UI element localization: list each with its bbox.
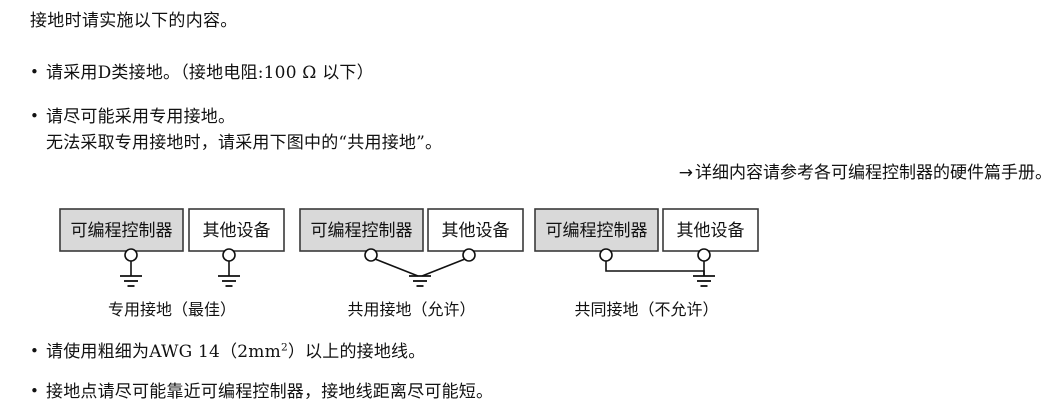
bullet-item-wire-gauge: 请使用粗细为AWG 14（2mm2）以上的接地线。: [30, 339, 425, 365]
bullet-label-dedicated-ground-line1: 请尽可能采用专用接地。: [46, 107, 236, 127]
diagram-group-dedicated-ground: 可编程控制器 其他设备: [59, 208, 285, 287]
bullet-dot-icon: [30, 339, 46, 363]
diagram-group-shared-ground: 可编程控制器 其他设备: [299, 208, 524, 287]
ground-wire-other-2: [421, 258, 466, 277]
bullet-label-wire-gauge: 请使用粗细为AWG 14（2mm2）以上的接地线。: [46, 339, 425, 365]
bullet-label-d-class-ground: 请采用D类接地。（接地电阻:100 Ω 以下）: [46, 63, 374, 83]
ground-symbol-plc-1: [120, 275, 142, 287]
grounding-diagram: 可编程控制器 其他设备 可编程控制器: [0, 196, 1060, 328]
caption-dedicated-ground: 专用接地（最佳）: [107, 300, 236, 319]
caption-common-ground: 共同接地（不允许）: [574, 300, 719, 319]
right-arrow-icon: →: [678, 163, 693, 183]
caption-shared-ground: 共用接地（允许）: [347, 300, 476, 319]
bullet-label-dedicated-ground-line2: 无法采取专用接地时，请采用下图中的“共用接地”。: [46, 133, 443, 154]
bullet-item-d-class-ground: 请采用D类接地。（接地电阻:100 Ω 以下）: [30, 60, 374, 86]
terminal-node-other-3: [697, 248, 711, 262]
box-other-2-label: 其他设备: [442, 221, 510, 241]
box-plc-3: [534, 208, 659, 252]
box-other-1: [188, 208, 285, 252]
bullet-item-ground-point-distance: 接地点请尽可能靠近可编程控制器，接地线距离尽可能短。: [30, 379, 493, 405]
box-other-2: [427, 208, 524, 252]
bullet-label-dedicated-ground: 请尽可能采用专用接地。 无法采取专用接地时，请采用下图中的“共用接地”。: [46, 104, 442, 157]
box-plc-2: [299, 208, 424, 252]
intro-paragraph: 接地时请实施以下的内容。: [30, 11, 238, 31]
box-other-3-label: 其他设备: [677, 221, 745, 241]
box-plc-2-label: 可编程控制器: [311, 221, 413, 241]
ground-wire-plc-2: [374, 258, 419, 277]
box-plc-1: [59, 208, 184, 252]
manual-reference-note-label: 详细内容请参考各可编程控制器的硬件篇手册。: [695, 163, 1052, 183]
ground-symbol-other-1: [218, 275, 240, 287]
box-other-3: [662, 208, 759, 252]
ground-symbol-common-3: [693, 275, 715, 287]
bullet-label-ground-point-distance: 接地点请尽可能靠近可编程控制器，接地线距离尽可能短。: [46, 382, 494, 402]
box-other-1-label: 其他设备: [203, 221, 271, 241]
bullet-label-wire-gauge-exponent: 2: [280, 341, 288, 354]
terminal-node-plc-1: [124, 248, 138, 262]
bullet-dot-icon: [30, 379, 46, 403]
box-plc-1-label: 可编程控制器: [71, 221, 173, 241]
bullet-label-wire-gauge-pre: 请使用粗细为AWG 14（2mm: [46, 342, 281, 362]
terminal-node-plc-2: [364, 248, 378, 262]
bullet-dot-icon: [30, 104, 46, 128]
terminal-node-other-1: [222, 248, 236, 262]
bullet-item-dedicated-ground: 请尽可能采用专用接地。 无法采取专用接地时，请采用下图中的“共用接地”。: [30, 104, 442, 157]
manual-reference-note: →详细内容请参考各可编程控制器的硬件篇手册。: [679, 158, 1052, 183]
diagram-group-common-ground: 可编程控制器 其他设备: [534, 208, 759, 287]
ground-bus-wire-3: [605, 261, 705, 276]
box-plc-3-label: 可编程控制器: [546, 221, 648, 241]
bullet-label-wire-gauge-post: ）以上的接地线。: [287, 342, 426, 362]
terminal-node-plc-3: [599, 248, 613, 262]
ground-symbol-shared-2: [409, 275, 431, 287]
terminal-node-other-2: [462, 248, 476, 262]
bullet-dot-icon: [30, 60, 46, 84]
